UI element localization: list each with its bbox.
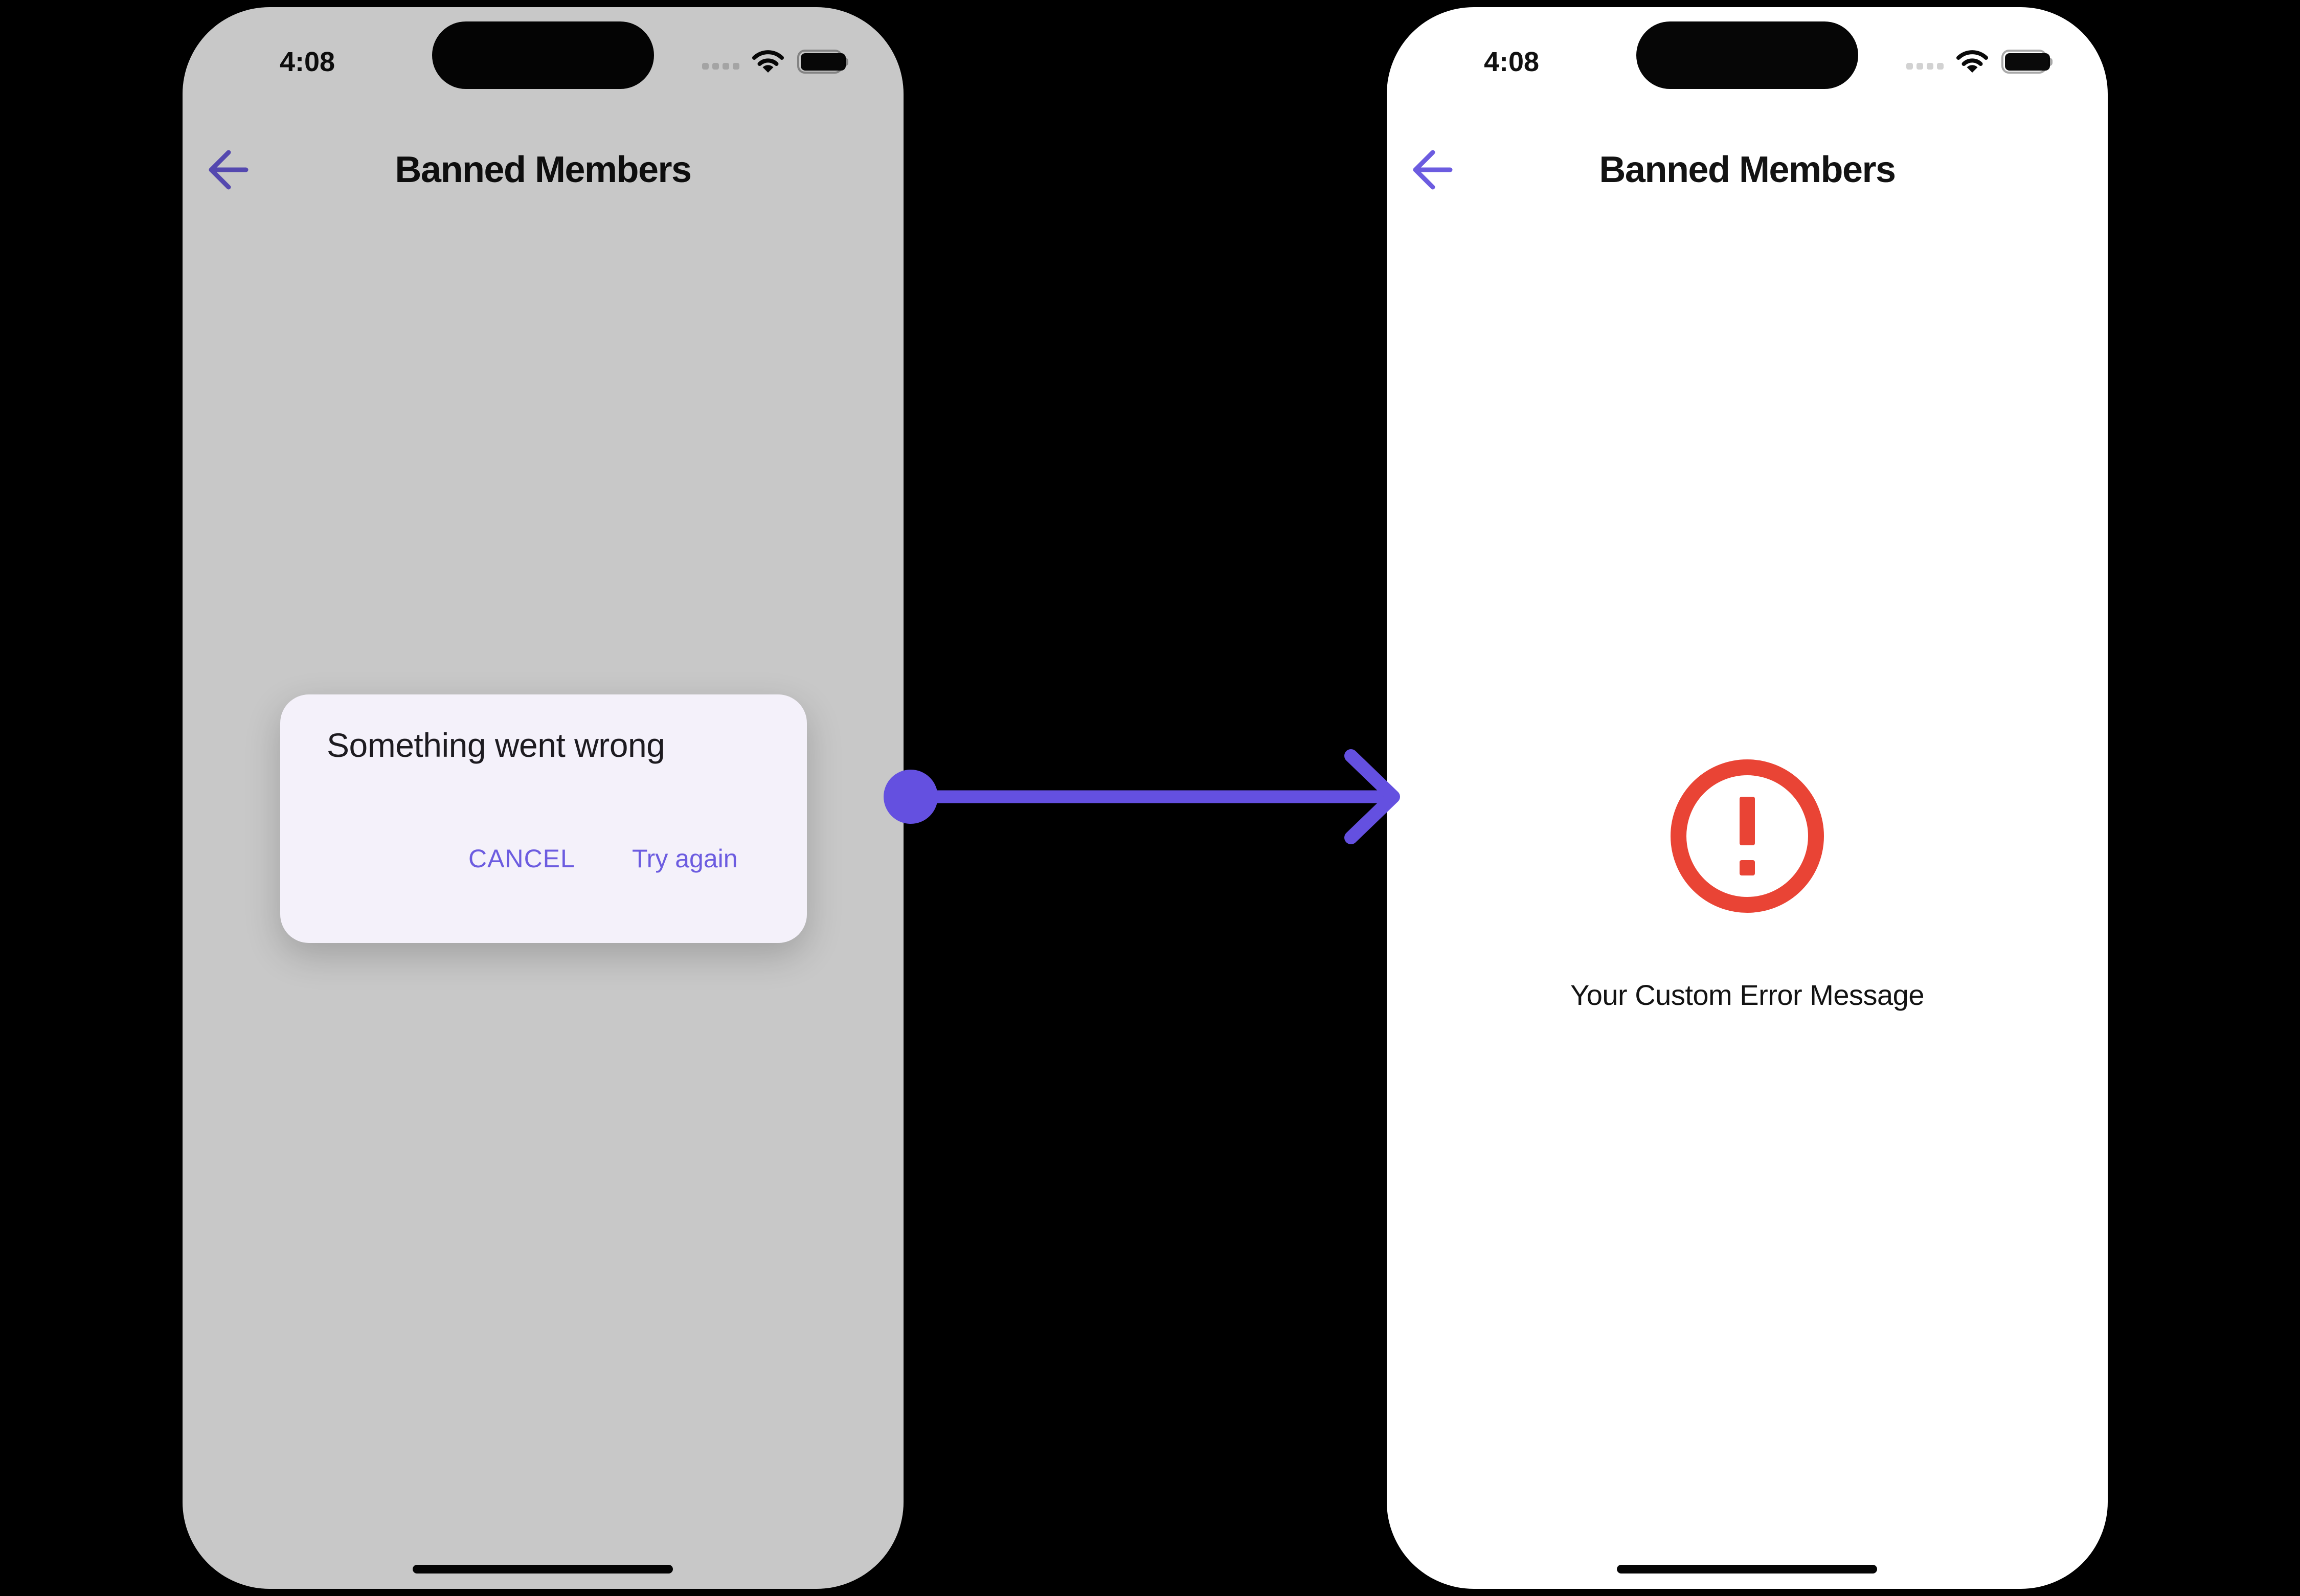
back-button[interactable]: [207, 149, 249, 190]
dynamic-island: [432, 21, 654, 89]
dialog-title: Something went wrong: [327, 726, 665, 764]
try-again-button[interactable]: Try again: [632, 844, 738, 873]
back-arrow-icon: [207, 150, 249, 192]
battery-icon: [2001, 50, 2054, 74]
cellular-signal-icon: [702, 63, 739, 70]
cellular-signal-icon: [1906, 63, 1944, 70]
home-indicator[interactable]: [413, 1565, 673, 1573]
right-phone-screen: 4:08 Banned Members Your Custo: [1387, 7, 2108, 1589]
page-title: Banned Members: [395, 149, 692, 190]
wifi-icon: [752, 49, 784, 76]
back-button[interactable]: [1411, 149, 1453, 190]
dynamic-island: [1636, 21, 1858, 89]
status-time: 4:08: [279, 47, 335, 77]
error-message: Your Custom Error Message: [1570, 979, 1924, 1011]
wifi-icon: [1956, 49, 1989, 76]
battery-icon: [797, 50, 849, 74]
status-time: 4:08: [1483, 47, 1540, 77]
left-phone-screen: 4:08 Banned Members Something went wro: [183, 7, 904, 1589]
page-title: Banned Members: [1599, 149, 1896, 190]
back-arrow-icon: [1411, 150, 1453, 192]
home-indicator[interactable]: [1617, 1565, 1877, 1573]
cancel-button[interactable]: CANCEL: [468, 844, 575, 873]
flow-arrow-icon: [880, 741, 1416, 857]
alert-dialog: Something went wrong CANCEL Try again: [280, 694, 807, 943]
